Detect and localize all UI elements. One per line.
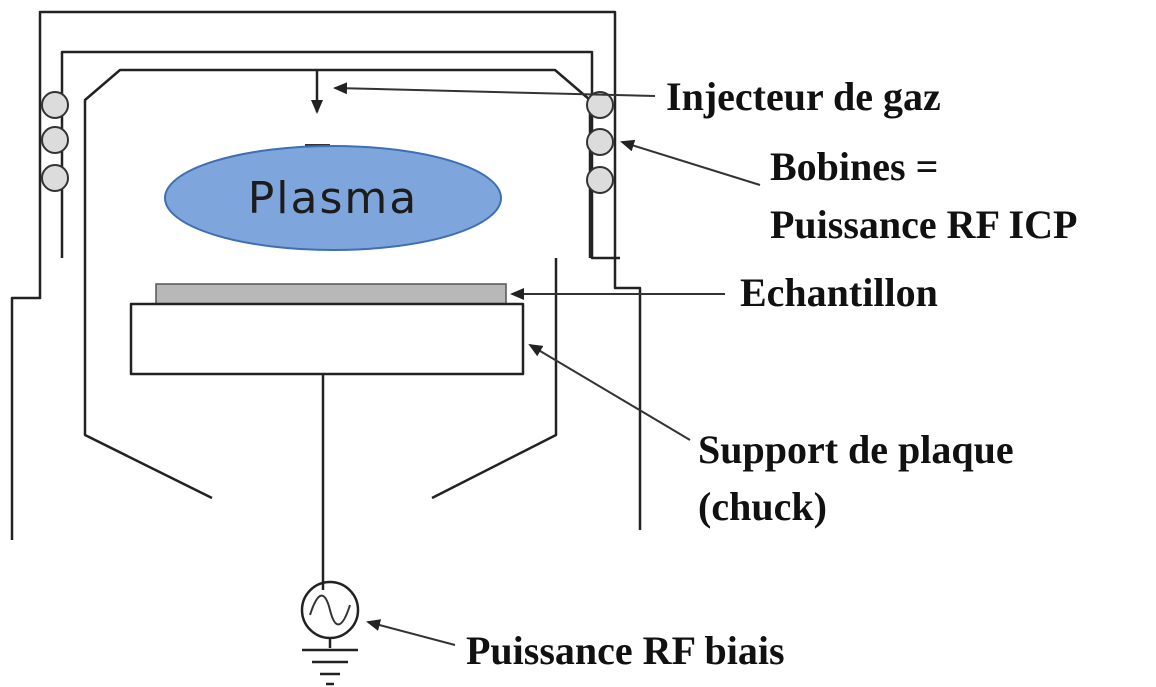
outer-chamber-wall	[10, 10, 642, 540]
inner-chamber-lid	[60, 50, 620, 260]
coil-left-1	[41, 91, 69, 119]
plasma-ellipse	[164, 145, 502, 251]
chuck-callout	[528, 343, 691, 441]
coil-right-3	[586, 166, 614, 194]
gas-injector-callout	[333, 82, 656, 97]
sample-wafer	[155, 283, 507, 305]
sine-wave-icon	[309, 594, 351, 626]
inner-liner-right	[431, 258, 558, 500]
coil-right-1	[586, 91, 614, 119]
bias-label: Puissance RF biais	[466, 628, 785, 673]
plasma-label: Plasma	[248, 173, 418, 224]
chuck-label-line2: (chuck)	[698, 484, 827, 529]
coils-label-line1: Bobines =	[770, 144, 938, 189]
gas-injector-label: Injecteur de gaz	[666, 74, 941, 119]
chuck-label-line1: Support de plaque	[698, 427, 1014, 472]
coil-left-3	[41, 164, 69, 192]
coils-label-line2: Puissance RF ICP	[770, 202, 1077, 247]
coil-right-2	[586, 128, 614, 156]
sample-label: Echantillon	[740, 270, 938, 315]
chuck-block	[129, 302, 525, 376]
coils-callout	[620, 139, 761, 186]
coil-left-2	[41, 126, 69, 154]
bias-callout	[366, 619, 456, 646]
